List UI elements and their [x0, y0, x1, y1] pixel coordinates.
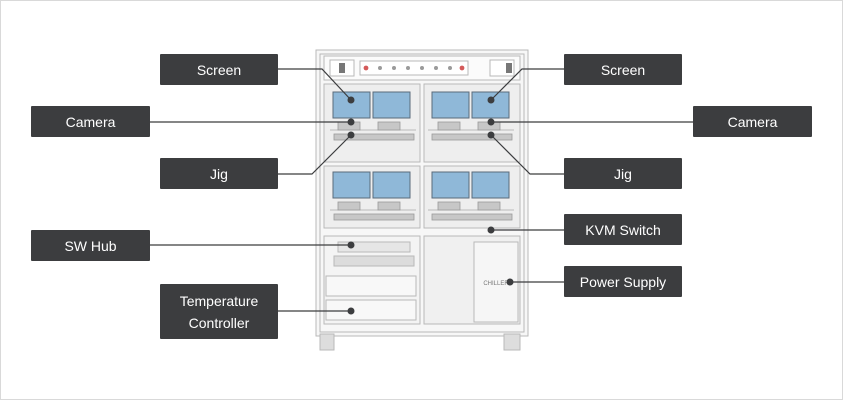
rack-inner-frame	[319, 53, 525, 333]
monitor-upper-right-2	[471, 91, 510, 119]
label-temperature-controller-line2: Controller	[188, 314, 250, 331]
label-temperature-controller: Temperature Controller	[160, 284, 278, 339]
label-screen-right: Screen	[564, 54, 682, 85]
monitor-upper-right-1	[431, 91, 470, 119]
hub-shelf	[333, 255, 415, 267]
leader-jig-right	[490, 134, 564, 175]
temperature-unit-upper	[325, 275, 417, 297]
temperature-unit-lower	[325, 299, 417, 321]
label-sw-hub: SW Hub	[31, 230, 150, 261]
monitor-middle-right-1	[431, 171, 470, 199]
caster-left	[319, 333, 335, 351]
leader-screen-right	[490, 68, 564, 101]
label-camera-left: Camera	[31, 106, 150, 137]
monitor-middle-left-2	[372, 171, 411, 199]
monitor-upper-left-2	[372, 91, 411, 119]
label-camera-right: Camera	[693, 106, 812, 137]
label-jig-left: Jig	[160, 158, 278, 189]
label-screen-left: Screen	[160, 54, 278, 85]
leader-screen-left	[278, 68, 352, 101]
sw-hub-unit	[337, 241, 411, 253]
caster-right	[503, 333, 521, 351]
monitor-upper-left-1	[332, 91, 371, 119]
monitor-middle-right-2	[471, 171, 510, 199]
monitor-middle-left-1	[332, 171, 371, 199]
label-kvm-switch: KVM Switch	[564, 214, 682, 245]
indicator-strip	[359, 60, 469, 76]
label-temperature-controller-line1: Temperature	[179, 292, 259, 309]
label-power-supply: Power Supply	[564, 266, 682, 297]
label-jig-right: Jig	[564, 158, 682, 189]
chiller-brand-text: CHILLER	[483, 281, 509, 287]
leader-jig-left	[278, 134, 352, 175]
